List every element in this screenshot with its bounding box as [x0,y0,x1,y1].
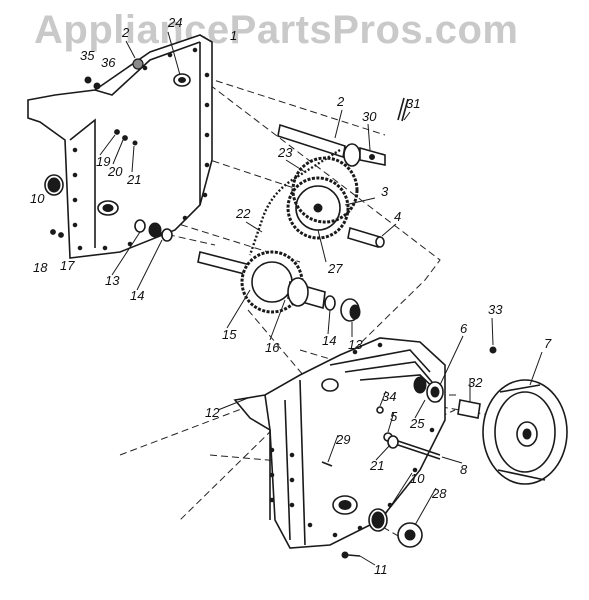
callout-10: 10 [30,191,45,206]
callout-29: 29 [335,432,350,447]
callout-22: 22 [235,206,251,221]
callout-18: 18 [33,260,48,275]
callout-13: 13 [348,337,363,352]
callout-25: 25 [409,416,425,431]
right-chain-case-halves [233,337,446,549]
callout-21: 21 [126,172,141,187]
callout-14: 14 [322,333,336,348]
callout-1: 1 [230,28,237,43]
callout-11: 11 [374,562,388,577]
callout-36: 36 [101,55,116,70]
callout-30: 30 [362,109,377,124]
callout-4: 4 [394,209,401,224]
callout-33: 33 [488,302,503,317]
callout-2: 2 [121,25,130,40]
wheel-7 [482,379,568,485]
callout-21: 21 [369,458,384,473]
callout-19: 19 [96,154,110,169]
callout-3: 3 [381,184,389,199]
callout-32: 32 [468,375,483,390]
lower-shaft-assembly [197,250,361,322]
callout-8: 8 [460,462,468,477]
upper-shaft-assembly [248,97,409,256]
callout-15: 15 [222,327,237,342]
callout-17: 17 [60,258,75,273]
callout-7: 7 [544,336,552,351]
right-hardware [321,346,497,559]
callout-6: 6 [460,321,468,336]
watermark: AppliancePartsPros.com [34,8,519,52]
callout-24: 24 [167,15,182,30]
callout-35: 35 [80,48,95,63]
callout-20: 20 [107,164,123,179]
callout-5: 5 [390,409,398,424]
callout-23: 23 [277,145,293,160]
callout-27: 27 [327,261,343,276]
callout-31: 31 [406,96,420,111]
callout-labels: 1 2 2 3 4 5 6 7 8 10 10 11 12 13 13 14 1… [30,15,552,577]
callout-2: 2 [336,94,345,109]
leader-lines [99,31,543,566]
callout-13: 13 [105,273,120,288]
callout-10: 10 [410,471,425,486]
callout-14: 14 [130,288,144,303]
sprocket-3 [286,176,350,240]
left-hardware [44,58,173,242]
callout-16: 16 [265,340,280,355]
callout-12: 12 [205,405,220,420]
